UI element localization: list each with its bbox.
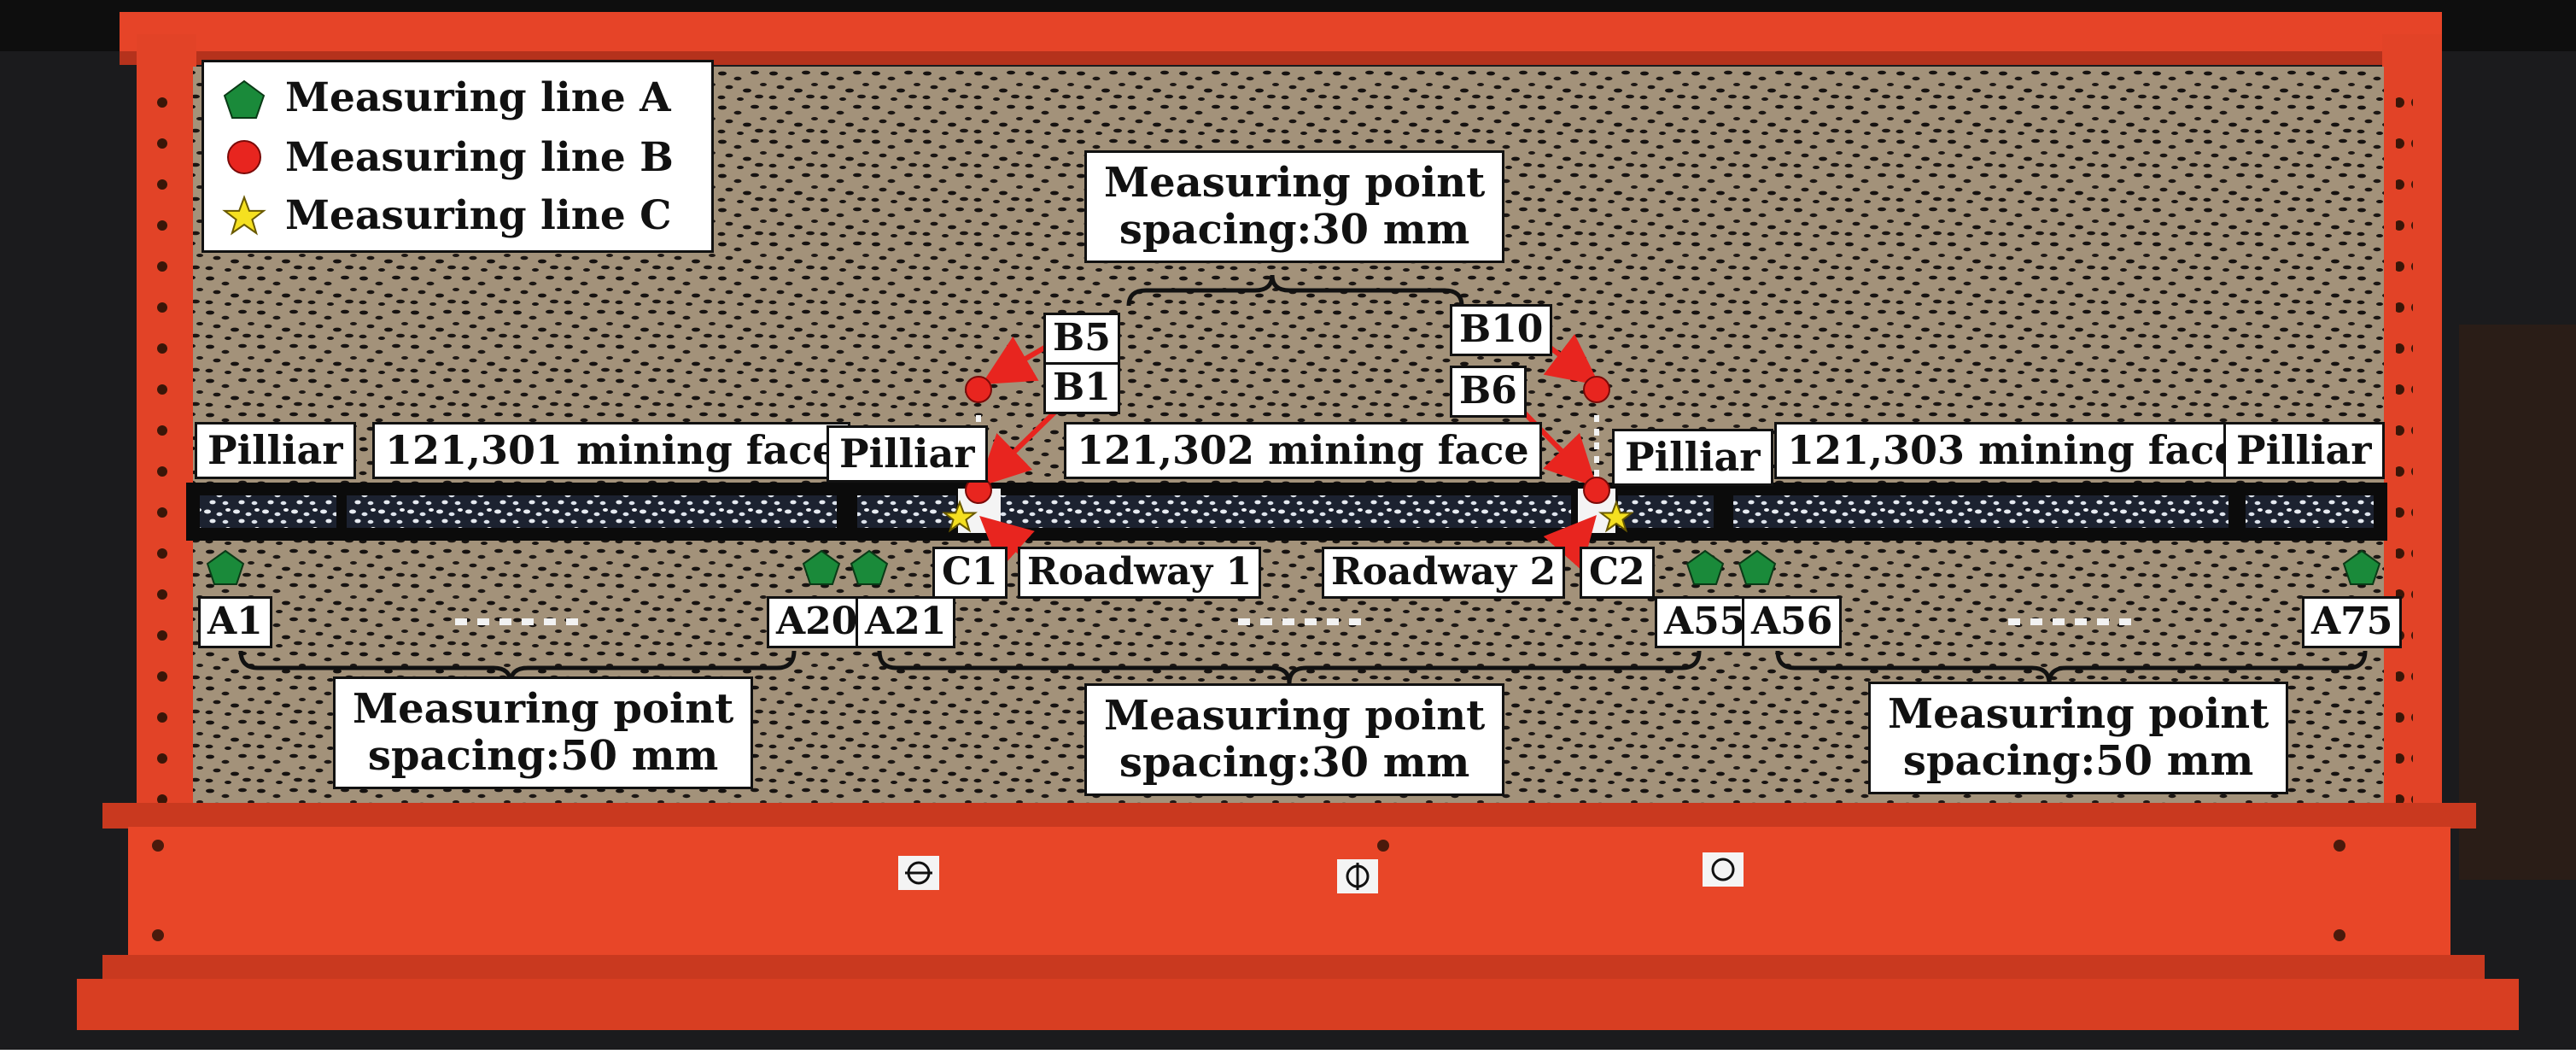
legend-line-c: Measuring line C [285, 192, 672, 239]
point-c1-star-icon [942, 500, 978, 533]
point-label-b5: B5 [1043, 313, 1120, 365]
zone-label-face-3: 121,303 mining face [1774, 422, 2252, 479]
point-label-a21: A21 [856, 596, 956, 648]
point-label-b6: B6 [1450, 366, 1527, 418]
point-label-a55: A55 [1655, 596, 1755, 648]
point-a75-pentagon-icon [2342, 549, 2381, 585]
spacing-label-left: Measuring point spacing:50 mm [333, 676, 754, 790]
point-a1-pentagon-icon [206, 549, 245, 585]
point-a56-pentagon-icon [1738, 549, 1777, 585]
spacing-label-right: Measuring point spacing:50 mm [1868, 682, 2289, 795]
zone-label-pilliar-2: Pilliar [827, 425, 988, 483]
top-brace [1126, 274, 1464, 307]
legend-circle-icon [227, 140, 261, 174]
point-label-b10: B10 [1450, 304, 1553, 356]
roadway-label-2: Roadway 2 [1322, 547, 1566, 599]
arrow-roadway-1 [979, 515, 1035, 570]
marker-target-icon [1337, 859, 1378, 893]
marker-target-icon [898, 856, 939, 890]
point-label-c1: C1 [932, 547, 1008, 599]
point-b6-marker [1583, 477, 1610, 504]
point-a20-pentagon-icon [802, 549, 841, 585]
point-label-a56: A56 [1742, 596, 1843, 648]
point-c2-star-icon [1598, 500, 1634, 533]
legend-line-a: Measuring line A [285, 74, 671, 121]
zone-label-face-2: 121,302 mining face [1064, 422, 1542, 479]
point-a21-pentagon-icon [850, 549, 889, 585]
point-a55-pentagon-icon [1685, 549, 1725, 585]
point-label-c2: C2 [1580, 547, 1655, 599]
legend-symbols [222, 79, 266, 236]
legend-star-icon [222, 195, 266, 236]
point-label-a1: A1 [198, 596, 272, 648]
zone-label-pilliar-1: Pilliar [195, 422, 356, 479]
point-label-b1: B1 [1043, 362, 1120, 414]
marker-target-icon [1703, 852, 1744, 887]
arrow-roadway-2 [1543, 515, 1597, 571]
legend-pentagon-icon [223, 79, 266, 119]
spacing-label-middle: Measuring point spacing:30 mm [1084, 683, 1505, 797]
zone-label-pilliar-3: Pilliar [1612, 429, 1773, 486]
legend: Measuring line A Measuring line B Measur… [202, 60, 714, 253]
zone-label-face-1: 121,301 mining face [372, 422, 850, 479]
roadway-label-1: Roadway 1 [1018, 547, 1262, 599]
point-b10-marker [1583, 376, 1610, 403]
legend-line-b: Measuring line B [285, 134, 674, 181]
point-b5-marker [965, 376, 992, 403]
spacing-label-top: Measuring point spacing:30 mm [1084, 150, 1505, 264]
point-label-a75: A75 [2302, 596, 2403, 648]
point-label-a20: A20 [767, 596, 867, 648]
zone-label-pilliar-4: Pilliar [2223, 422, 2385, 479]
arrow-b1 [978, 407, 1060, 488]
